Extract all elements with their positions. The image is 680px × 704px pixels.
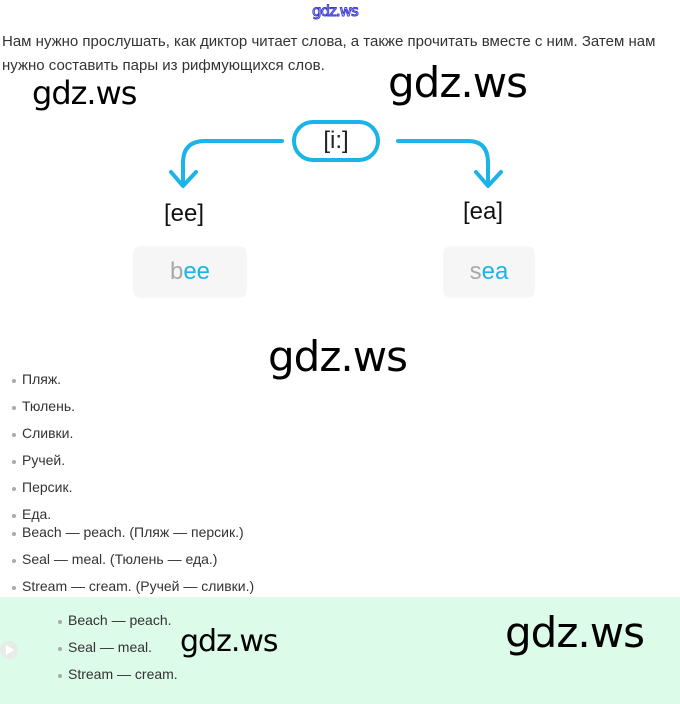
play-icon — [6, 645, 14, 655]
right-arrow-icon — [396, 139, 503, 188]
list-item: Сливки. — [12, 425, 254, 452]
word-card-sea: sea — [443, 246, 535, 298]
list-item: Ручей. — [12, 452, 254, 479]
sound-pill: [i:] — [292, 120, 380, 162]
list-item: Еда. — [12, 506, 254, 524]
spelling-right: [ea] — [463, 198, 504, 225]
answer-list: Beach — peach. Seal — meal. Stream — cre… — [58, 612, 178, 693]
word-highlight: ee — [183, 258, 211, 285]
intro-text: Нам нужно прослушать, как диктор читает … — [2, 33, 656, 74]
list-item: Пляж. — [12, 371, 254, 398]
watermark: gdz.ws — [180, 624, 279, 659]
arrows-diagram — [169, 139, 503, 188]
watermark: gdz.ws — [268, 332, 408, 381]
list-item: Тюлень. — [12, 398, 254, 425]
answer-panel — [0, 597, 680, 704]
list-item: Персик. — [12, 479, 254, 506]
word-card-bee: bee — [133, 246, 247, 298]
watermark: gdz.ws — [312, 2, 360, 21]
watermark: gdz.ws — [505, 608, 645, 657]
list-item: Beach — peach. — [58, 612, 178, 639]
watermark: gdz.ws — [32, 74, 137, 112]
play-button[interactable] — [0, 641, 18, 659]
spelling-left: [ee] — [164, 200, 205, 227]
list-item: Stream — cream. — [58, 666, 178, 693]
watermark: gdz.ws — [388, 58, 528, 107]
left-arrow-icon — [169, 139, 284, 188]
list-item: Beach — peach. (Пляж — персик.) — [12, 524, 254, 551]
word-prefix: s — [469, 258, 482, 285]
word-highlight: ea — [481, 258, 509, 285]
translation-list: Пляж. Тюлень. Сливки. Ручей. Персик. Еда… — [12, 371, 254, 605]
list-item: Stream — cream. (Ручей — сливки.) — [12, 578, 254, 605]
list-item: Seal — meal. — [58, 639, 178, 666]
list-item: Seal — meal. (Тюлень — еда.) — [12, 551, 254, 578]
word-prefix: b — [169, 258, 184, 285]
